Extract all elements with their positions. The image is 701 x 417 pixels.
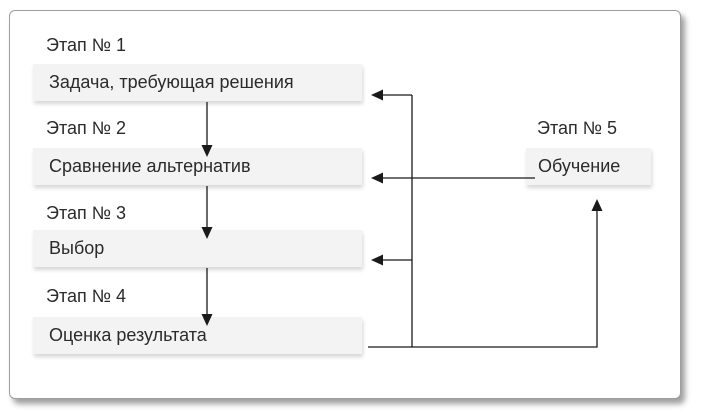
stage-4-label: Этап № 4 xyxy=(46,286,127,306)
stage-5-label: Этап № 5 xyxy=(537,118,618,138)
stage-2-box-compare-alternatives: Сравнение альтернатив xyxy=(33,148,362,185)
stage-5-box-learning: Обучение xyxy=(526,148,651,185)
stage-1-label: Этап № 1 xyxy=(46,35,127,55)
stage-4-box-result-evaluation: Оценка результата xyxy=(33,317,362,354)
stage-3-label: Этап № 3 xyxy=(46,203,127,223)
stage-3-box-choice: Выбор xyxy=(33,230,362,267)
stage-1-box-task: Задача, требующая решения xyxy=(33,64,362,101)
stage-2-label: Этап № 2 xyxy=(46,118,127,138)
